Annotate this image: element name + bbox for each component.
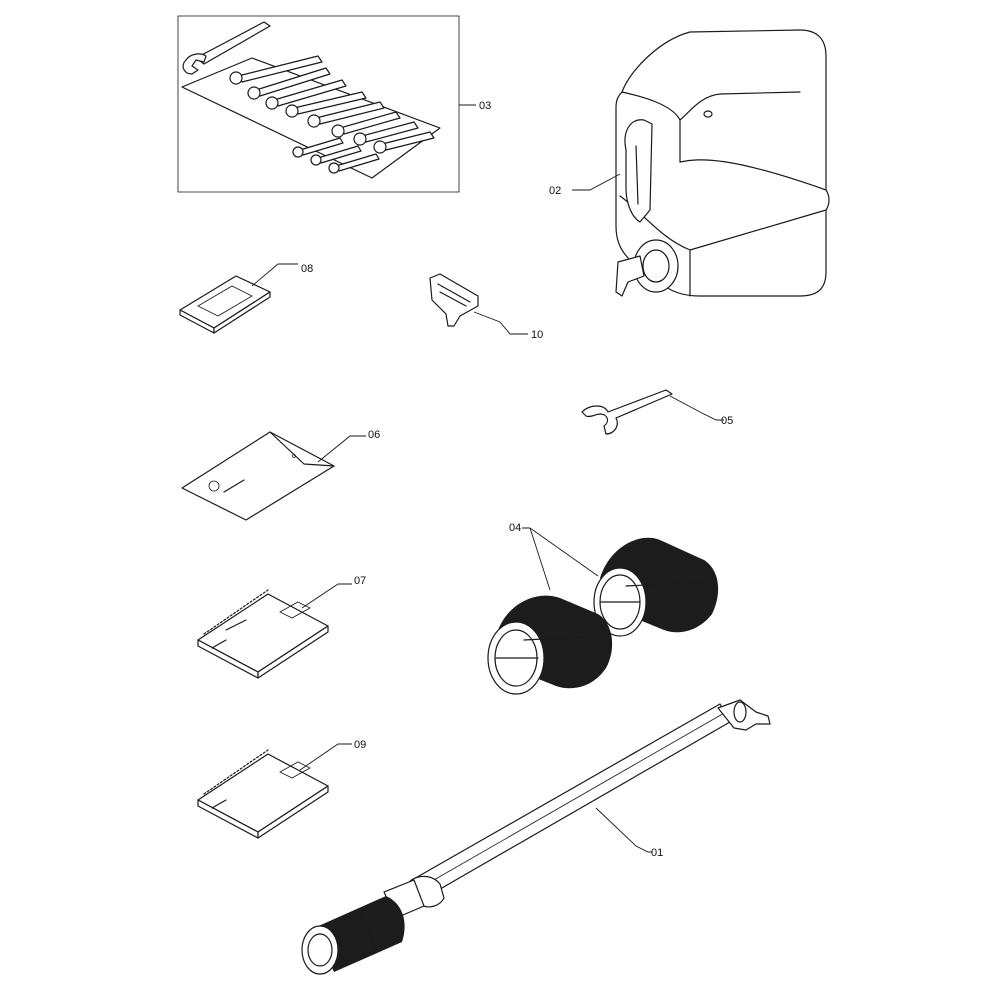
notebook-part-09[interactable]: 09 [197, 739, 366, 839]
callout-06: 06 [368, 429, 380, 441]
tap-icon [615, 239, 679, 297]
water-canister-part[interactable]: 02 [549, 29, 830, 297]
folder-part[interactable]: 06 [181, 429, 380, 521]
callout-05: 05 [721, 415, 733, 427]
wrench-row-icons [229, 55, 435, 174]
callout-07: 07 [354, 575, 366, 587]
holder-bracket-part[interactable]: 10 [429, 273, 543, 341]
adjustable-wrench-icon [182, 21, 271, 75]
booklet-part[interactable]: 08 [179, 263, 313, 334]
callout-08: 08 [301, 263, 313, 275]
callout-01: 01 [651, 847, 663, 859]
hose-coupling-icon [717, 699, 771, 731]
callout-02: 02 [549, 185, 561, 197]
callout-09: 09 [354, 739, 366, 751]
filter-cartridges-part[interactable]: 04 [487, 522, 719, 695]
callout-10: 10 [531, 329, 543, 341]
callout-04: 04 [509, 522, 521, 534]
suction-hose-part[interactable]: 01 [301, 699, 771, 975]
callout-03: 03 [479, 100, 491, 112]
hook-wrench-part[interactable]: 05 [581, 389, 733, 435]
wrench-set-part[interactable]: 03 [177, 15, 491, 193]
notebook-part-07[interactable]: 07 [197, 575, 366, 679]
